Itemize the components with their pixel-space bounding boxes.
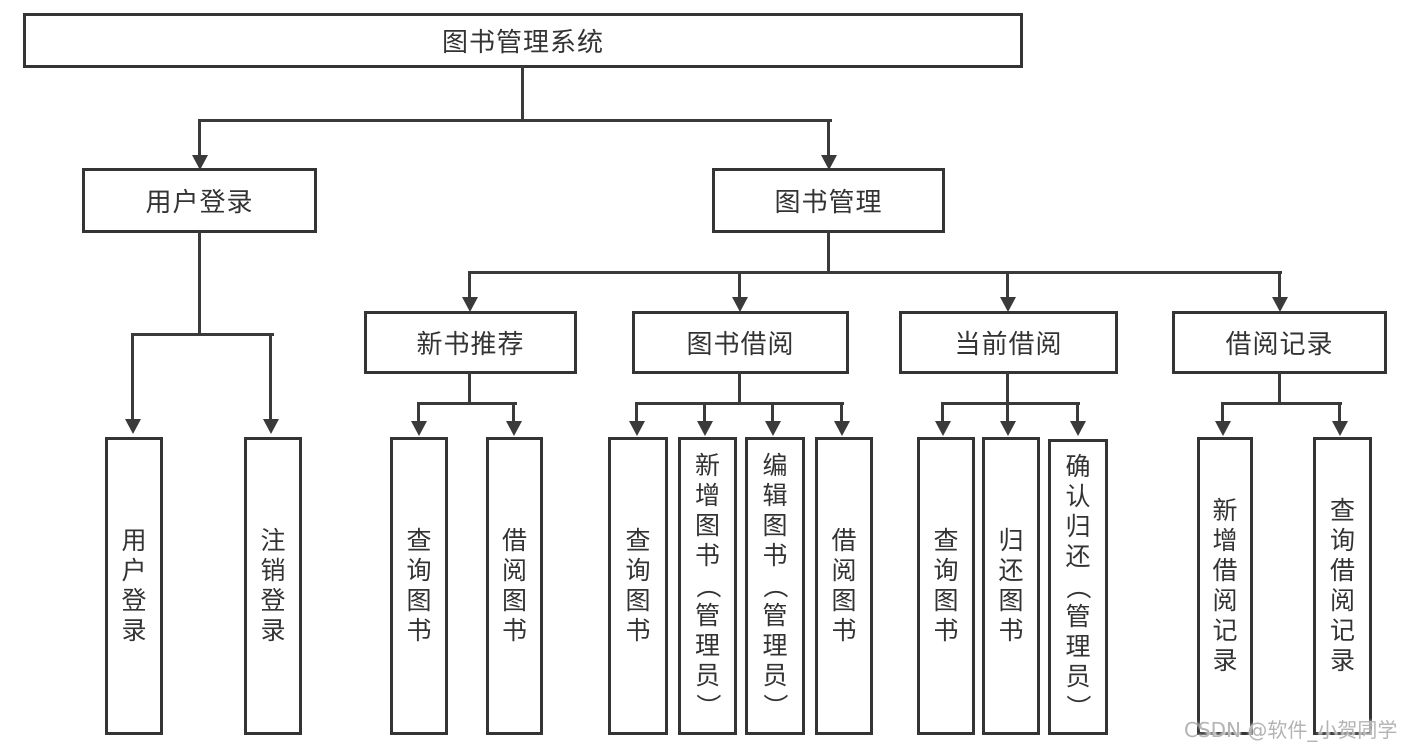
connector-br-stem (1338, 402, 1341, 423)
arrow-down-icon (506, 421, 522, 436)
connector-cb-stem (941, 402, 944, 423)
leaf-bb-query-books: 查询图书 (608, 437, 668, 735)
connector-user-leaf-stem (131, 333, 134, 421)
connector-mgmt-sub-vline (827, 230, 830, 274)
leaf-cb-query-books: 查询图书 (917, 437, 975, 735)
connector-nb-stem (512, 402, 515, 423)
connector-br-stem (1221, 402, 1224, 423)
leaf-cb-return-books: 归还图书 (982, 437, 1040, 735)
watermark: CSDN @软件_小贺同学 (1184, 718, 1398, 742)
leaf-br-query-record: 查询借阅记录 (1313, 437, 1372, 735)
arrow-down-icon (732, 297, 748, 312)
node-book-management-label: 图书管理 (774, 188, 883, 218)
connector-nb-vline (468, 372, 471, 405)
connector-level3-stem (468, 271, 471, 299)
leaf-bb-edit-books-admin: 编辑图书（管理员） (745, 437, 805, 735)
arrow-down-icon (834, 421, 850, 436)
connector-nb-stem (417, 402, 420, 423)
arrow-down-icon (462, 297, 478, 312)
connector-user-stem (198, 119, 201, 157)
arrow-down-icon (1000, 297, 1016, 312)
arrow-down-icon (765, 421, 781, 436)
node-root-label: 图书管理系统 (441, 28, 604, 58)
leaf-logout-login: 注销登录 (244, 437, 302, 735)
connector-cb-stem (1006, 402, 1009, 423)
connector-root-vline (521, 66, 524, 122)
connector-mgmt-stem (827, 119, 830, 157)
connector-bb-stem (840, 402, 843, 423)
connector-level3-stem (738, 271, 741, 299)
connector-bb-stem (635, 402, 638, 423)
arrow-down-icon (263, 419, 279, 434)
leaf-bb-add-books-admin: 新增图书（管理员） (678, 437, 737, 735)
connector-user-sub-vline (198, 231, 201, 336)
connector-bb-stem (771, 402, 774, 423)
arrow-down-icon (821, 155, 837, 170)
node-current-borrowing: 当前借阅 (899, 311, 1118, 374)
connector-level3-hline (468, 271, 1282, 274)
connector-bb-vline (738, 372, 741, 405)
connector-user-sub-hline (131, 333, 274, 336)
arrow-down-icon (935, 421, 951, 436)
connector-user-leaf-stem (269, 333, 272, 421)
arrow-down-icon (1070, 421, 1086, 436)
node-user-login-label: 用户登录 (145, 188, 254, 218)
leaf-bb-borrow-books: 借阅图书 (815, 437, 873, 735)
node-user-login-branch: 用户登录 (82, 168, 317, 233)
node-new-book-recommend-label: 新书推荐 (416, 330, 525, 360)
arrow-down-icon (697, 421, 713, 436)
arrow-down-icon (1215, 421, 1231, 436)
connector-level3-stem (1006, 271, 1009, 299)
leaf-cb-confirm-return-admin: 确认归还（管理员） (1048, 439, 1108, 735)
arrow-down-icon (1272, 297, 1288, 312)
node-book-borrowing-label: 图书借阅 (686, 330, 795, 360)
connector-cb-hline (941, 402, 1080, 405)
connector-level3-stem (1278, 271, 1281, 299)
arrow-down-icon (629, 421, 645, 436)
connector-level2-hline (198, 119, 832, 122)
connector-br-vline (1278, 372, 1281, 405)
connector-bb-stem (703, 402, 706, 423)
node-borrowing-records-label: 借阅记录 (1225, 330, 1334, 360)
arrow-down-icon (411, 421, 427, 436)
arrow-down-icon (192, 155, 208, 170)
connector-bb-hline (635, 402, 844, 405)
connector-br-hline (1221, 402, 1342, 405)
node-root: 图书管理系统 (23, 13, 1023, 68)
node-borrowing-records: 借阅记录 (1172, 311, 1387, 374)
leaf-nb-query-books: 查询图书 (390, 437, 448, 735)
node-book-borrowing: 图书借阅 (632, 311, 849, 374)
leaf-br-add-record: 新增借阅记录 (1197, 437, 1253, 735)
connector-cb-stem (1076, 402, 1079, 423)
connector-nb-hline (417, 402, 517, 405)
arrow-down-icon (125, 419, 141, 434)
node-book-management: 图书管理 (712, 168, 945, 233)
connector-cb-vline (1006, 372, 1009, 405)
node-current-borrowing-label: 当前借阅 (954, 330, 1063, 360)
node-new-book-recommend: 新书推荐 (364, 311, 577, 374)
arrow-down-icon (1000, 421, 1016, 436)
arrow-down-icon (1332, 421, 1348, 436)
leaf-nb-borrow-books: 借阅图书 (486, 437, 543, 735)
leaf-user-login: 用户登录 (105, 437, 163, 735)
